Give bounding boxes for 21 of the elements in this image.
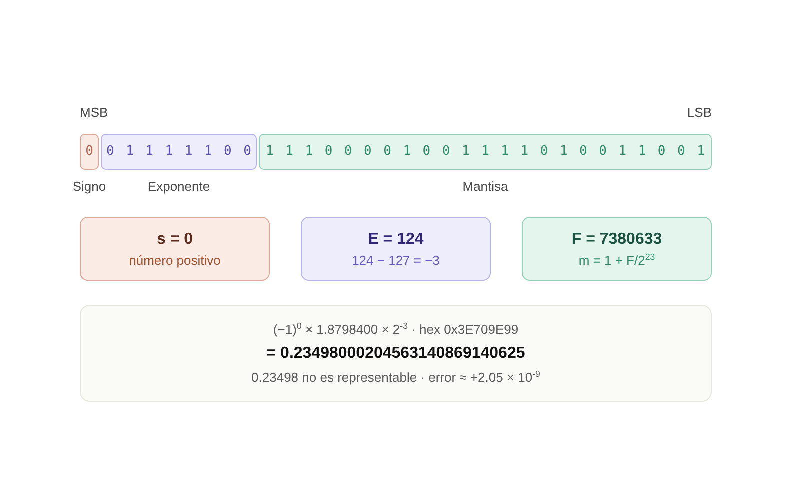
formula-text: (−1)$^{0}$ × 1.8798400 × 2$^{-3}$ · hex 0x3E709E99	[273, 321, 519, 338]
error-note: 0.23498 no es representable · error ≈ +2.05 × 10$^{-9}$	[252, 369, 540, 386]
value-note: número positivo	[129, 252, 221, 268]
bit-order-label: LSB	[687, 105, 712, 121]
bit-string: 0 1 1 1 1 1 0 0	[106, 144, 254, 160]
result-value: = 0.23498000204563140869140625	[266, 345, 526, 362]
value-heading: s = 0	[156, 230, 194, 248]
value-heading: E = 124	[368, 230, 424, 248]
bit-order-label: MSB	[80, 105, 108, 121]
field-label: Signo	[72, 179, 106, 195]
value-note: 124 − 127 = −3	[352, 252, 440, 268]
value-note: m = 1 + F/2$^{23}$	[578, 252, 656, 268]
value-card	[301, 217, 491, 281]
bit-string: 1 1 1 0 0 0 0 1 0 0 1 1 1 1 0 1 0 0 1 1 0 0 1	[265, 144, 707, 160]
field-label: Exponente	[148, 179, 210, 195]
value-card	[522, 217, 712, 281]
field-label: Mantisa	[462, 179, 508, 195]
value-heading: F = 7380633	[572, 230, 662, 248]
bit-string: 0	[84, 144, 96, 160]
value-card	[80, 217, 270, 281]
result-panel	[80, 305, 712, 402]
